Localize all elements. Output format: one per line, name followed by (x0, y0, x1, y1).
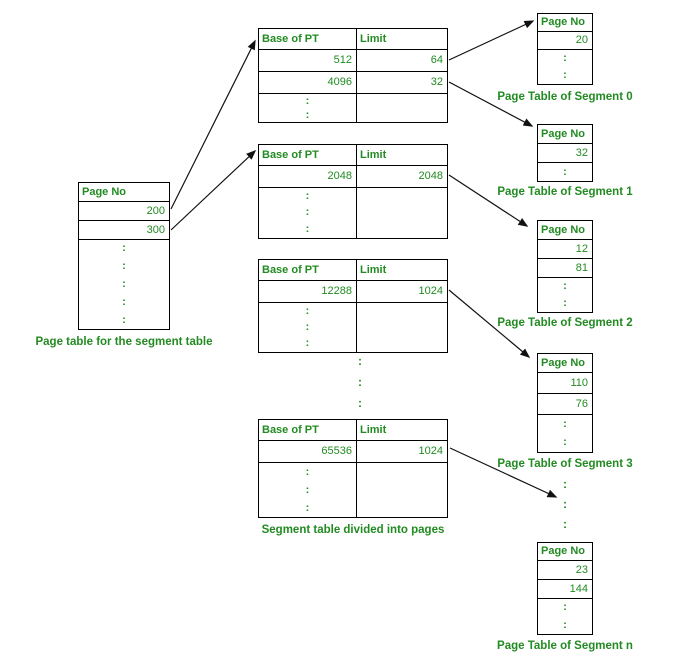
base-of-pt-header: Base of PT (262, 148, 319, 161)
page-no-value: 81 (575, 261, 588, 274)
limit-value: 1024 (356, 281, 447, 302)
base-of-pt-header: Base of PT (262, 263, 319, 276)
left-table-caption: Page table for the segment table (35, 336, 213, 348)
table-ellipsis: :: (563, 417, 567, 449)
segment-table-page-0: Base of PT Limit 512 64 4096 32 :: (258, 28, 448, 123)
page-no-header: Page No (541, 127, 586, 140)
page-no-value: 23 (575, 563, 588, 576)
page-no-header: Page No (541, 356, 586, 369)
table-ellipsis: :: (563, 52, 567, 81)
empty-cell (356, 188, 447, 238)
limit-value: 64 (356, 50, 447, 71)
arrow-200-to-segment-page-0 (170, 39, 256, 210)
segment-table-page-1: Base of PT Limit 2048 2048 ::: (258, 144, 448, 239)
limit-header: Limit (356, 260, 447, 280)
table-ellipsis: ::: (305, 304, 310, 350)
limit-header: Limit (356, 145, 447, 165)
page-table-segment-2: Page No 12 81 :: (537, 220, 593, 313)
empty-cell (356, 94, 447, 122)
page-no-value: 32 (575, 146, 588, 159)
page-table-for-segment-table: Page No 200 300 :: :: : (78, 182, 170, 330)
table-ellipsis: ::: (305, 189, 310, 236)
left-table-value: 300 (146, 223, 165, 236)
base-value: 65536 (321, 445, 352, 457)
base-value: 12288 (321, 285, 352, 297)
base-of-pt-header: Base of PT (262, 423, 319, 436)
page-no-value: 76 (575, 397, 588, 410)
page-no-header: Page No (541, 545, 586, 557)
base-value: 512 (333, 54, 352, 66)
segment-1-caption: Page Table of Segment 1 (497, 186, 633, 198)
table-ellipsis: : (563, 165, 567, 178)
segment-n-caption: Page Table of Segment n (497, 640, 633, 652)
limit-value: 1024 (356, 441, 447, 462)
segment-table-page-2: Base of PT Limit 12288 1024 ::: (258, 259, 448, 353)
page-no-value: 144 (569, 582, 588, 595)
limit-value: 32 (356, 72, 447, 93)
page-table-segment-n: Page No 23 144 :: (537, 542, 593, 635)
table-ellipsis: :: (305, 94, 310, 121)
page-no-value: 20 (575, 34, 588, 46)
page-no-value: 12 (575, 242, 588, 255)
arrow-limit2048-to-page-table-2 (448, 174, 529, 227)
empty-cell (356, 303, 447, 352)
limit-header: Limit (356, 29, 447, 49)
table-ellipsis: :: (563, 601, 567, 631)
segment-0-caption: Page Table of Segment 0 (497, 91, 633, 103)
empty-cell (356, 463, 447, 517)
page-no-value: 110 (570, 376, 588, 389)
page-table-segment-0: Page No 20 :: (537, 13, 593, 85)
left-table-header: Page No (82, 185, 127, 198)
arrow-limit64-to-page-table-0 (448, 20, 535, 61)
page-tables-continuation-ellipsis: ::: (563, 477, 567, 531)
base-of-pt-header: Base of PT (262, 32, 319, 45)
base-value: 4096 (327, 76, 352, 88)
middle-caption: Segment table divided into pages (261, 524, 445, 536)
segment-table-continuation-ellipsis: ::: (358, 354, 362, 410)
arrow-limit1024-to-page-table-n (449, 447, 558, 498)
table-ellipsis: ::: (305, 465, 310, 514)
limit-header: Limit (356, 420, 447, 440)
left-table-value: 200 (146, 204, 165, 217)
left-table-ellipsis: :: :: : (122, 242, 126, 326)
limit-value: 2048 (356, 166, 447, 187)
base-value: 2048 (327, 170, 352, 182)
arrow-limit32-to-page-table-1 (448, 81, 534, 127)
segment-table-page-n: Base of PT Limit 65536 1024 ::: (258, 419, 448, 518)
segment-2-caption: Page Table of Segment 2 (497, 317, 633, 329)
page-table-segment-3: Page No 110 76 :: (537, 353, 593, 453)
page-table-segment-1: Page No 32 : (537, 124, 593, 182)
arrow-300-to-segment-page-1 (170, 149, 257, 231)
segment-3-caption: Page Table of Segment 3 (497, 458, 633, 470)
table-ellipsis: :: (563, 280, 567, 309)
page-no-header: Page No (541, 223, 586, 236)
page-no-header: Page No (541, 16, 586, 28)
